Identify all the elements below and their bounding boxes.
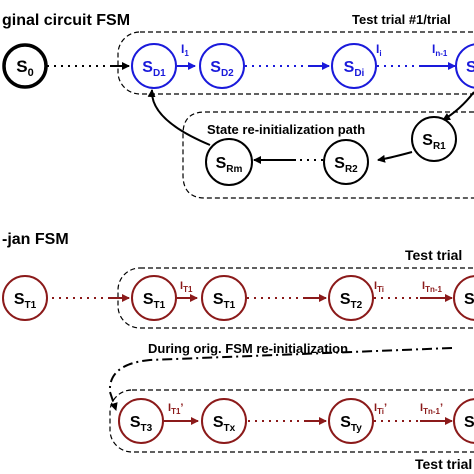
label-test-trial-bot: Test trial <box>415 456 472 472</box>
state-sr1: SR1 <box>411 116 457 162</box>
reinit-path-box <box>182 111 474 199</box>
svg-text:ST1: ST1 <box>143 291 166 311</box>
input-label-itn1-prime: ITn-1’ <box>420 402 443 416</box>
title-original-fsm: ginal circuit FSM <box>2 12 130 29</box>
test-trial-box-bot <box>109 389 474 453</box>
input-label-it1: IT1 <box>180 280 193 294</box>
svg-text:ST3: ST3 <box>130 414 153 434</box>
state-stn-bot-partial: S <box>453 398 474 444</box>
svg-text:ST2: ST2 <box>340 291 363 311</box>
label-during-reinit: During orig. FSM re-initialization <box>148 341 348 356</box>
state-sdi: SDi <box>331 43 377 89</box>
transition-reinit-to-st3 <box>108 347 453 411</box>
input-label-ii: Ii <box>376 42 382 58</box>
svg-text:SD2: SD2 <box>210 59 234 79</box>
state-st3: ST3 <box>118 398 164 444</box>
input-label-in1: In-1 <box>432 42 448 58</box>
state-st2: ST2 <box>328 275 374 321</box>
input-label-it1-prime: IT1’ <box>168 402 183 416</box>
svg-text:SD1: SD1 <box>142 59 166 79</box>
svg-text:STx: STx <box>213 414 236 434</box>
state-sr2: SR2 <box>323 139 369 185</box>
test-trial-box-top <box>117 31 474 95</box>
transition-srm-sd1 <box>147 89 211 146</box>
input-label-i1: I1 <box>181 42 189 58</box>
state-st1-a: ST1 <box>131 275 177 321</box>
svg-text:ST1: ST1 <box>14 291 37 311</box>
svg-text:STy: STy <box>340 414 362 434</box>
input-label-itn1: ITn-1 <box>422 280 443 294</box>
state-sty: STy <box>328 398 374 444</box>
transition-sdn-sr1 <box>442 91 474 121</box>
transition-sr1-sr2 <box>377 151 413 163</box>
state-sdn-partial: S <box>455 43 474 89</box>
state-stx: STx <box>201 398 247 444</box>
input-label-iti: ITi <box>374 280 384 294</box>
label-reinit-path: State re-initialization path <box>207 122 365 137</box>
svg-text:S0: S0 <box>16 57 33 79</box>
title-trojan-fsm: -jan FSM <box>2 231 69 248</box>
label-test-trial-top: Test trial #1/trial <box>352 12 451 27</box>
test-trial-box-mid <box>117 267 474 329</box>
state-srm: SRm <box>205 138 253 186</box>
svg-text:SRm: SRm <box>216 155 243 175</box>
svg-text:SR2: SR2 <box>334 155 358 175</box>
svg-text:S: S <box>464 414 474 431</box>
svg-text:ST1: ST1 <box>213 291 236 311</box>
state-s0: S0 <box>2 43 48 89</box>
svg-text:S: S <box>466 59 474 76</box>
state-st1-b: ST1 <box>201 275 247 321</box>
state-st1-entry: ST1 <box>2 275 48 321</box>
svg-text:SDi: SDi <box>344 59 365 79</box>
svg-text:S: S <box>464 291 474 308</box>
state-stn-partial: S <box>453 275 474 321</box>
label-test-trial-mid: Test trial <box>405 247 462 263</box>
svg-text:SR1: SR1 <box>422 132 446 152</box>
state-sd1: SD1 <box>131 43 177 89</box>
state-sd2: SD2 <box>199 43 245 89</box>
input-label-iti-prime: ITi’ <box>374 402 387 416</box>
